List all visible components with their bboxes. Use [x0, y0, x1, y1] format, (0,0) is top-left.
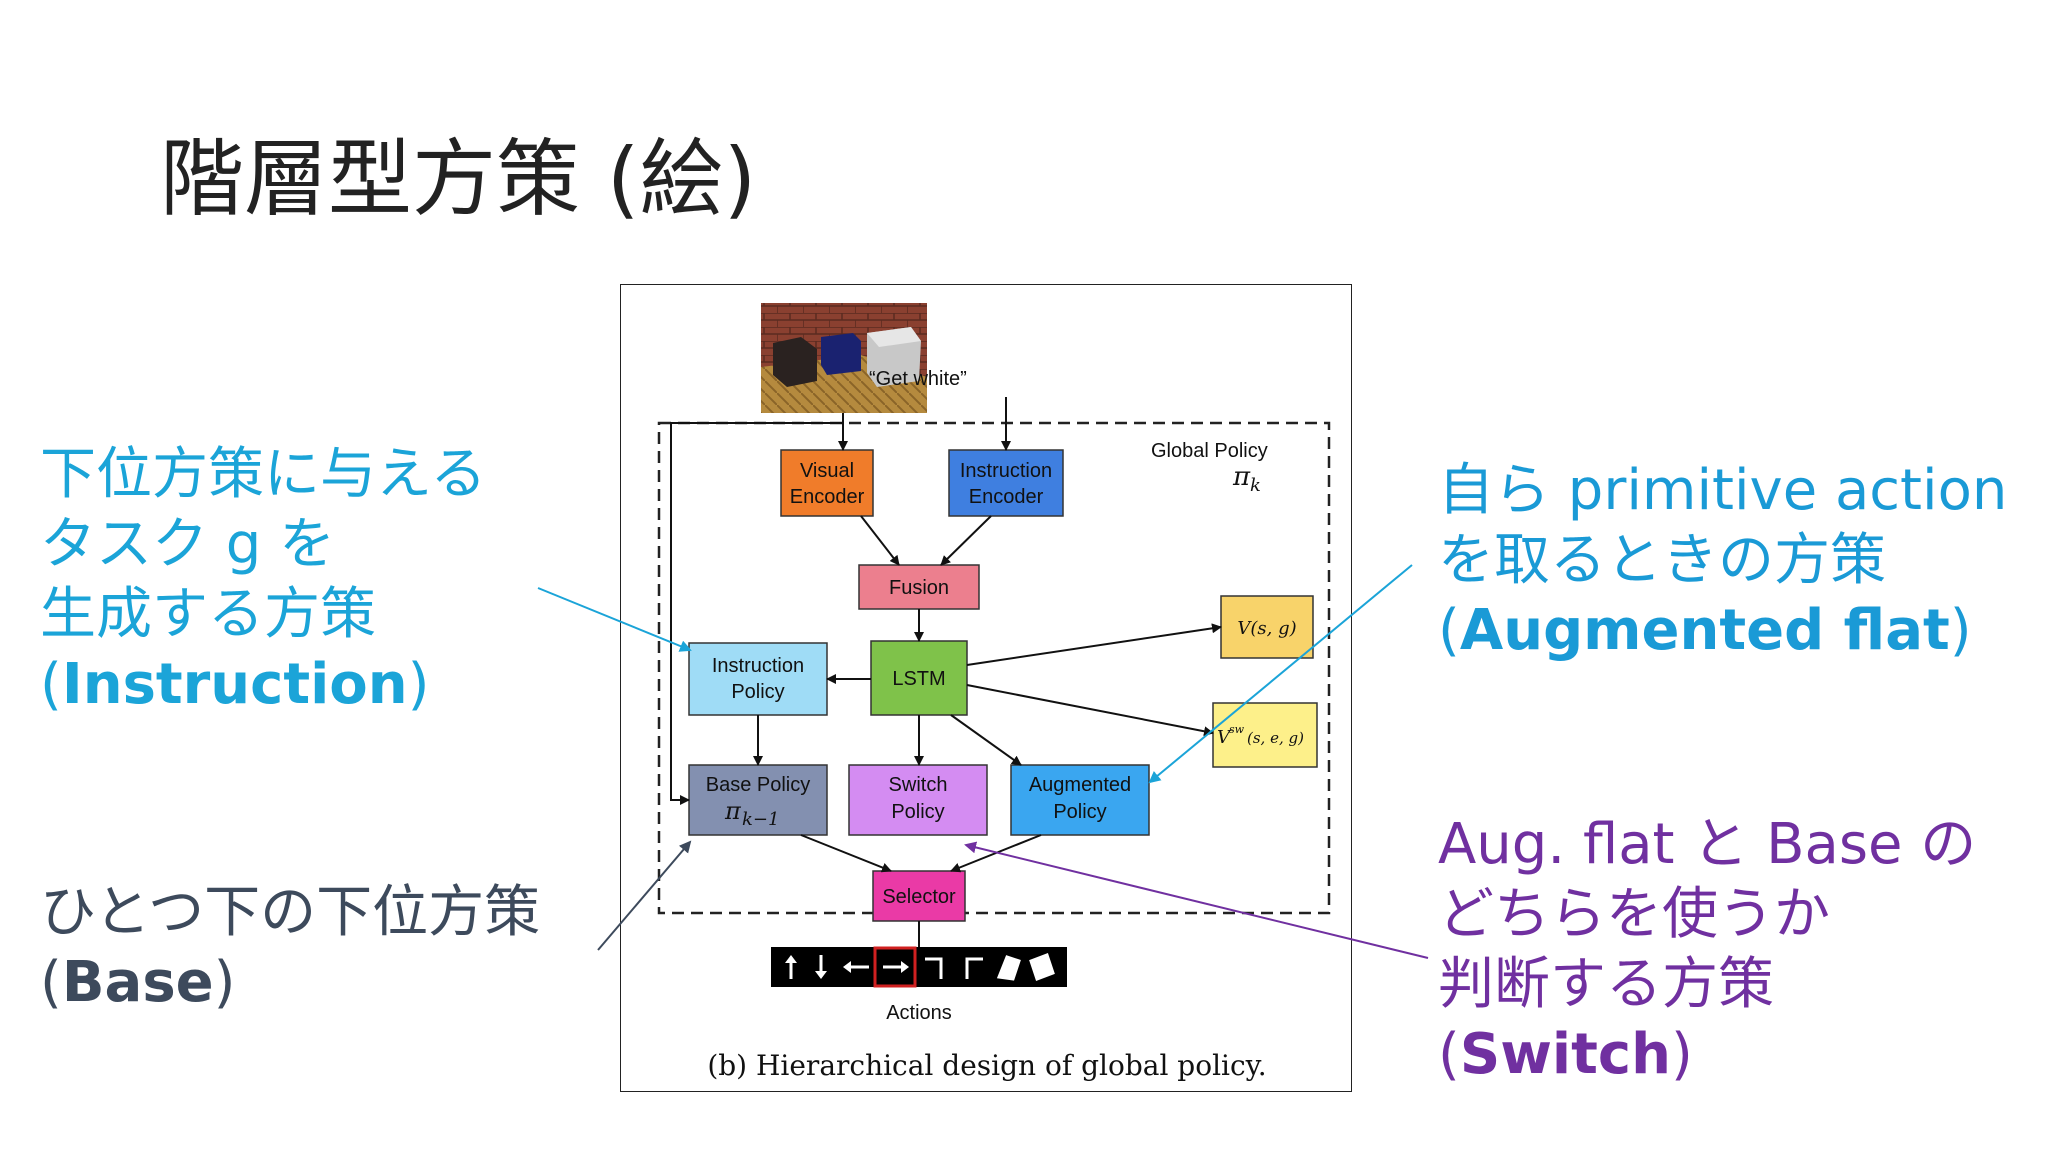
svg-text:LSTM: LSTM [892, 668, 945, 690]
annotation-line: 判断する方策 [1438, 952, 1774, 1017]
svg-text:Policy: Policy [891, 801, 944, 823]
annotation-line: タスク g を [40, 512, 336, 577]
svg-text:Policy: Policy [731, 681, 784, 703]
actions-label: Actions [886, 1002, 952, 1024]
svg-text:Encoder: Encoder [790, 486, 865, 508]
annotation-line: 下位方策に与える [40, 442, 487, 507]
svg-text:Base Policy: Base Policy [706, 774, 811, 796]
svg-text:Switch: Switch [889, 774, 948, 796]
observation-image [761, 303, 927, 413]
figure-caption: (b) Hierarchical design of global policy… [707, 1049, 1266, 1082]
switch-policy-box: Switch Policy [848, 764, 988, 836]
annotation-bold-instruction: Instruction [61, 652, 408, 717]
annotation-line: 生成する方策 [40, 582, 376, 647]
svg-text:Augmented: Augmented [1029, 774, 1131, 796]
augmented-policy-box: Augmented Policy [1010, 764, 1150, 836]
svg-text:π: π [724, 797, 742, 825]
annotation-line: 自ら primitive action [1438, 458, 2008, 523]
global-policy-label: Global Policy [1151, 440, 1268, 462]
annotation-instruction: 下位方策に与える タスク g を 生成する方策 (Instruction) [40, 442, 487, 717]
annotation-bold-augmented: Augmented flat [1459, 598, 1950, 663]
fusion-box: Fusion [858, 564, 980, 610]
hierarchy-diagram: Global Policy π k “Get white” Visual Enc… [657, 303, 1331, 1082]
svg-text:Policy: Policy [1053, 801, 1106, 823]
base-policy-box: Base Policy π k−1 [688, 764, 828, 836]
annotation-line: どちらを使うか [1438, 882, 1830, 947]
instruction-encoder-box: Instruction Encoder [948, 449, 1064, 517]
annotation-line: Aug. flat と Base の [1438, 812, 1977, 877]
figure-frame: Global Policy π k “Get white” Visual Enc… [620, 284, 1352, 1092]
svg-text:Selector: Selector [882, 886, 956, 908]
instruction-policy-box: Instruction Policy [688, 642, 828, 716]
annotation-augmented: 自ら primitive action を取るときの方策 (Augmented … [1438, 458, 2008, 663]
instruction-text: “Get white” [869, 368, 967, 390]
annotation-line: ひとつ下の下位方策 [40, 880, 541, 945]
svg-text:Encoder: Encoder [969, 486, 1044, 508]
svg-text:V(s, g): V(s, g) [1237, 618, 1296, 639]
visual-encoder-box: Visual Encoder [780, 449, 874, 517]
svg-text:sw: sw [1229, 723, 1245, 736]
svg-text:Instruction: Instruction [712, 655, 804, 677]
svg-text:(s, e, g): (s, e, g) [1247, 729, 1304, 747]
annotation-bold-switch: Switch [1459, 1022, 1671, 1087]
svg-text:Visual: Visual [800, 460, 854, 482]
annotation-line: を取るときの方策 [1438, 528, 1886, 593]
svg-text:Fusion: Fusion [889, 577, 949, 599]
svg-text:k−1: k−1 [742, 809, 779, 830]
annotation-bold-base: Base [61, 950, 214, 1015]
global-policy-symbol: π [1232, 462, 1251, 492]
action-strip [771, 946, 1067, 988]
value-switch-box: V sw (s, e, g) [1212, 702, 1318, 768]
svg-text:Instruction: Instruction [960, 460, 1052, 482]
lstm-box: LSTM [870, 640, 968, 716]
global-policy-sub: k [1250, 475, 1261, 496]
slide-title: 階層型方策 (絵) [160, 130, 757, 228]
annotation-base: ひとつ下の下位方策 (Base) [40, 880, 541, 1015]
selector-box: Selector [872, 870, 966, 922]
value-box: V(s, g) [1220, 595, 1314, 659]
annotation-switch: Aug. flat と Base の どちらを使うか 判断する方策 (Switc… [1438, 812, 1977, 1087]
